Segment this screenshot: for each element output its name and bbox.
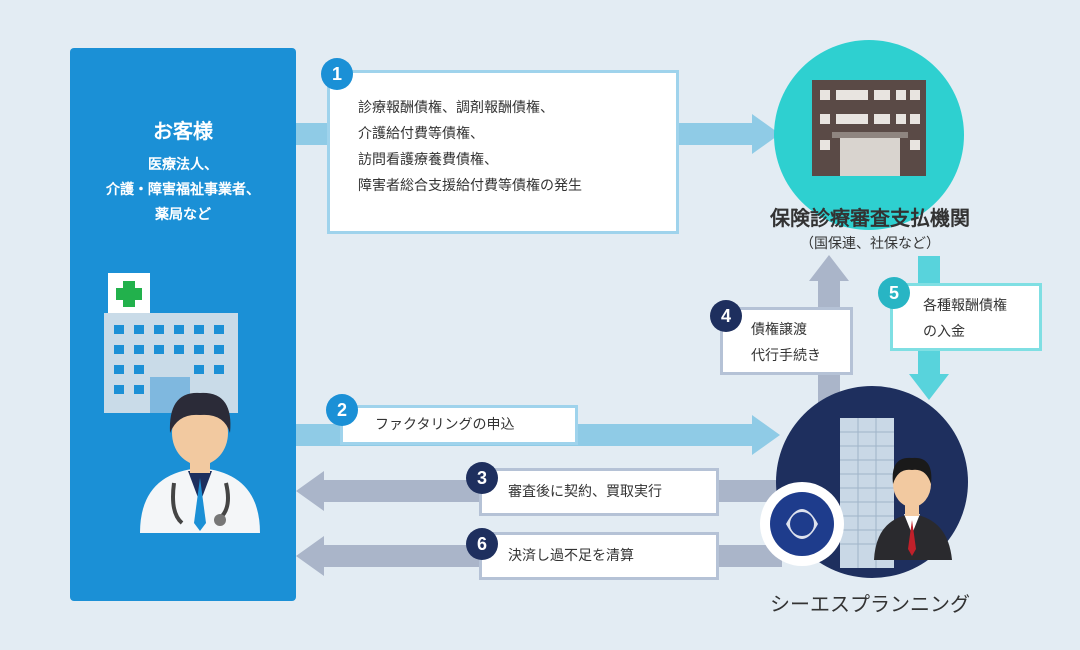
insurer-name: 保険診療審査支払機関 xyxy=(770,206,970,230)
step-1-badge: 1 xyxy=(321,58,353,90)
step-5-line-2: の入金 xyxy=(923,324,965,340)
insurer-building-icon xyxy=(774,40,964,230)
arrow-3-head xyxy=(296,471,324,511)
step-2-box: ファクタリングの申込 xyxy=(340,405,578,445)
step-1-line-4: 障害者総合支援給付費等債権の発生 xyxy=(358,178,582,194)
step-2-badge: 2 xyxy=(326,394,358,426)
step-1-box: 診療報酬債権、調剤報酬債権、 介護給付費等債権、 訪問看護療養費債権、 障害者総… xyxy=(327,70,679,234)
step-3-box: 審査後に契約、買取実行 xyxy=(479,468,719,516)
insurer-sub: （国保連、社保など） xyxy=(800,236,940,252)
customer-sub-1: 医療法人、 xyxy=(148,157,218,173)
step-4-line-2: 代行手続き xyxy=(751,348,821,364)
step-2-label: ファクタリングの申込 xyxy=(375,417,515,433)
customer-panel: お客様 医療法人、 介護・障害福祉事業者、 薬局など xyxy=(70,48,296,601)
company-name: シーエスプランニング xyxy=(770,592,970,616)
step-5-box: 各種報酬債権 の入金 xyxy=(890,283,1042,351)
step-3-badge: 3 xyxy=(466,462,498,494)
step-5-badge: 5 xyxy=(878,277,910,309)
arrow-2-head xyxy=(752,415,780,455)
step-4-line-1: 債権譲渡 xyxy=(751,322,807,338)
company-illustration xyxy=(760,386,968,578)
step-1-line-1: 診療報酬債権、調剤報酬債権、 xyxy=(358,100,554,116)
step-6-box: 決済し過不足を清算 xyxy=(479,532,719,580)
doctor-icon xyxy=(140,392,260,533)
company-logo-icon xyxy=(760,482,844,566)
hospital-icon xyxy=(104,273,238,413)
step-6-label: 決済し過不足を清算 xyxy=(508,548,634,564)
arrow-5-head xyxy=(909,374,949,400)
customer-title: お客様 xyxy=(153,119,213,143)
businessman-icon xyxy=(874,457,952,560)
step-3-label: 審査後に契約、買取実行 xyxy=(508,484,662,500)
hospital-doctor-illustration xyxy=(104,273,260,533)
step-1-line-2: 介護給付費等債権、 xyxy=(358,126,484,142)
customer-sub-2: 介護・障害福祉事業者、 xyxy=(106,182,260,198)
arrow-4-head xyxy=(809,255,849,281)
arrow-6-head xyxy=(296,536,324,576)
step-1-line-3: 訪問看護療養費債権、 xyxy=(358,152,498,168)
customer-sub-3: 薬局など xyxy=(155,207,211,223)
step-6-badge: 6 xyxy=(466,528,498,560)
step-5-line-1: 各種報酬債権 xyxy=(923,298,1007,314)
step-4-badge: 4 xyxy=(710,300,742,332)
step-4-box: 債権譲渡 代行手続き xyxy=(720,307,853,375)
